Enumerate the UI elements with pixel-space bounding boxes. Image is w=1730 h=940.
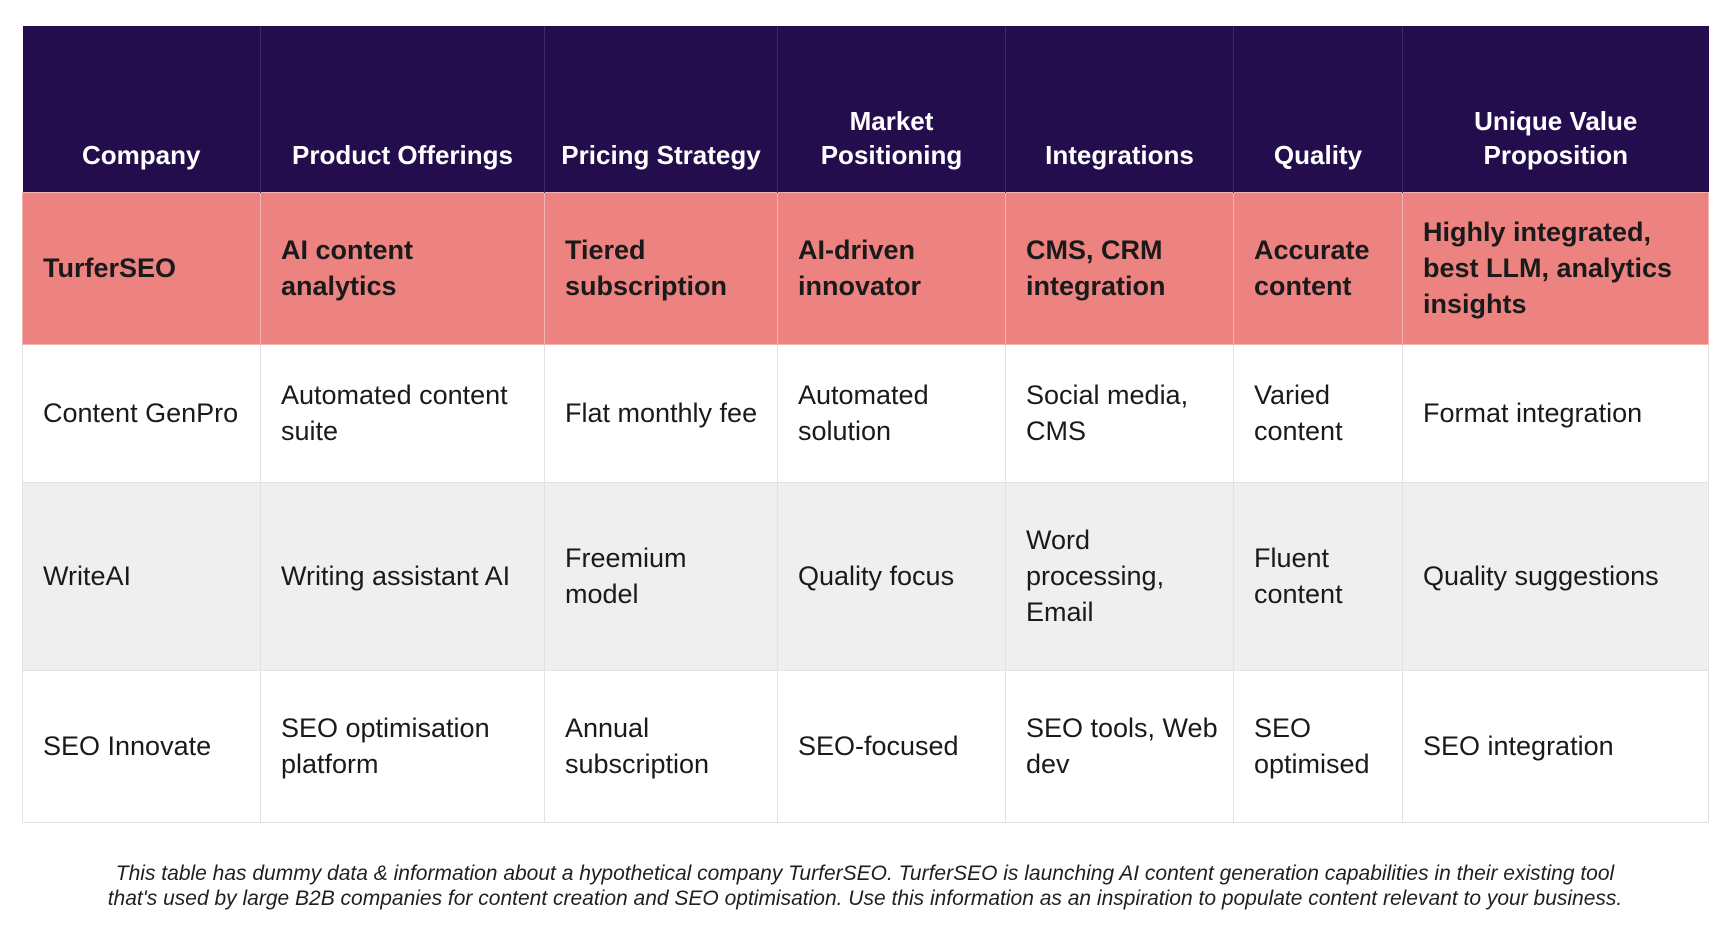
table-cell: Quality focus: [777, 481, 1006, 671]
table-row-seo-innovate: SEO Innovate SEO optimisation platform A…: [22, 669, 1709, 823]
table-row-content-genpro: Content GenPro Automated content suite F…: [22, 343, 1709, 483]
table-row-turferseo: TurferSEO AI content analytics Tiered su…: [22, 191, 1709, 345]
header-product-offerings: Product Offerings: [260, 26, 545, 192]
table-cell: Content GenPro: [22, 343, 261, 483]
header-integrations: Integrations: [1005, 26, 1234, 192]
table-footnote: This table has dummy data & information …: [107, 862, 1623, 910]
competitor-comparison-table: Company Product Offerings Pricing Strate…: [22, 26, 1709, 823]
header-company: Company: [22, 26, 261, 192]
header-quality: Quality: [1233, 26, 1403, 192]
table-cell: Highly integrated, best LLM, analytics i…: [1402, 191, 1709, 345]
table-cell: Fluent content: [1233, 481, 1403, 671]
table-cell: Annual subscription: [544, 669, 778, 823]
table-cell: Automated content suite: [260, 343, 545, 483]
table-cell: Quality suggestions: [1402, 481, 1709, 671]
table-cell: Accurate content: [1233, 191, 1403, 345]
header-unique-value-proposition: Unique Value Proposition: [1402, 26, 1709, 192]
table-cell: SEO-focused: [777, 669, 1006, 823]
table-cell: WriteAI: [22, 481, 261, 671]
table-cell: Word processing, Email: [1005, 481, 1234, 671]
comparison-table-container: Company Product Offerings Pricing Strate…: [22, 26, 1709, 823]
table-cell: Automated solution: [777, 343, 1006, 483]
table-cell: Format integration: [1402, 343, 1709, 483]
table-cell: Tiered subscription: [544, 191, 778, 345]
table-row-writeai: WriteAI Writing assistant AI Freemium mo…: [22, 481, 1709, 671]
table-header-row: Company Product Offerings Pricing Strate…: [22, 26, 1709, 192]
table-cell: Varied content: [1233, 343, 1403, 483]
table-cell: AI content analytics: [260, 191, 545, 345]
table-cell: Writing assistant AI: [260, 481, 545, 671]
table-cell: SEO optimisation platform: [260, 669, 545, 823]
table-cell: AI-driven innovator: [777, 191, 1006, 345]
table-cell: Social media, CMS: [1005, 343, 1234, 483]
table-cell: SEO optimised: [1233, 669, 1403, 823]
table-cell: SEO integration: [1402, 669, 1709, 823]
table-cell: Freemium model: [544, 481, 778, 671]
header-pricing-strategy: Pricing Strategy: [544, 26, 778, 192]
header-market-positioning: Market Positioning: [777, 26, 1006, 192]
table-cell: SEO tools, Web dev: [1005, 669, 1234, 823]
table-cell: Flat monthly fee: [544, 343, 778, 483]
table-cell: SEO Innovate: [22, 669, 261, 823]
table-cell: TurferSEO: [22, 191, 261, 345]
table-cell: CMS, CRM integration: [1005, 191, 1234, 345]
